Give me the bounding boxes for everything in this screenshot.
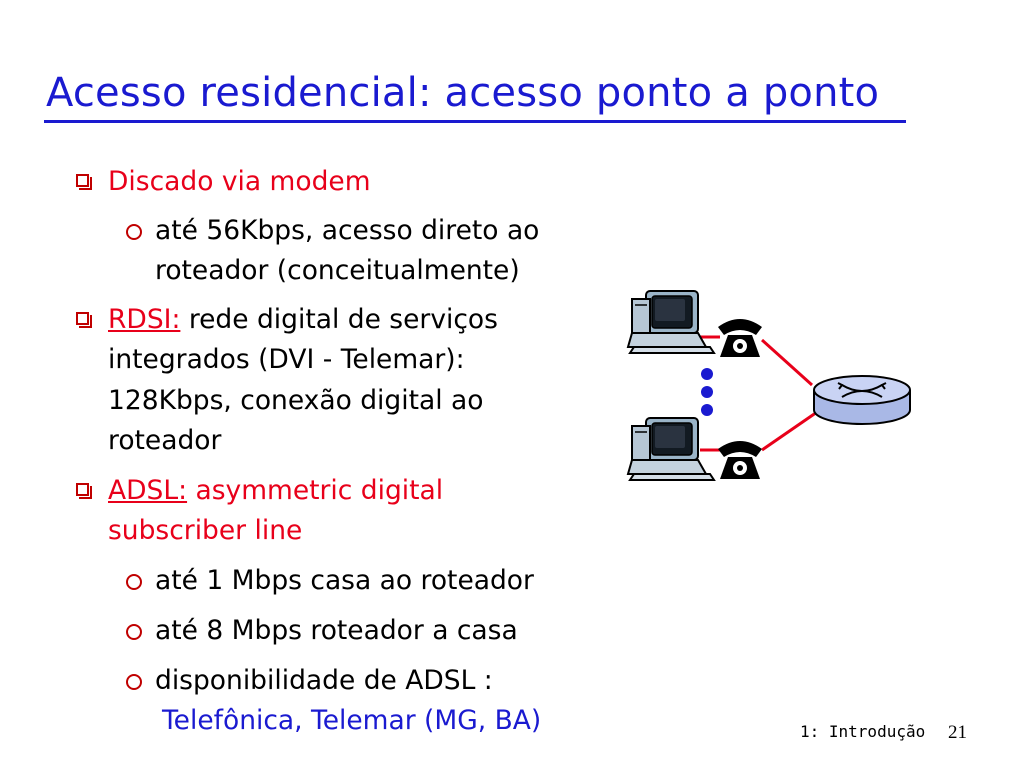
sub-bullet-dialup-speed: até 56Kbps, acesso direto ao <box>155 215 540 246</box>
slide-title: Acesso residencial: acesso ponto a ponto <box>46 70 880 116</box>
page-number: 21 <box>948 722 967 743</box>
rdsi-desc: rede digital de serviços <box>180 304 498 335</box>
title-underline <box>44 120 906 123</box>
computer-icon <box>626 290 716 354</box>
telephone-icon <box>718 319 762 357</box>
bullet-rdsi-l2: integrados (DVI - Telemar): <box>108 344 465 375</box>
bullet-adsl-l2: subscriber line <box>108 515 303 546</box>
link-phone1-router <box>760 338 814 387</box>
ellipsis-dots <box>701 368 713 416</box>
bullet-rdsi-l4: roteador <box>108 425 222 456</box>
circle-bullet-icon <box>126 624 142 640</box>
circle-bullet-icon <box>126 224 142 240</box>
links <box>700 335 821 452</box>
square-bullet-icon <box>76 483 92 499</box>
rdsi-term: RDSI: <box>108 304 181 335</box>
sub-bullet-adsl-availability: disponibilidade de ADSL : <box>155 665 493 696</box>
router-icon <box>813 375 911 425</box>
bullet-dialup: Discado via modem <box>108 166 371 197</box>
bullet-rdsi: RDSI: rede digital de serviços <box>108 304 498 336</box>
square-bullet-icon <box>76 174 92 190</box>
bullet-rdsi-l3: 128Kbps, conexão digital ao <box>108 385 484 416</box>
circle-bullet-icon <box>126 574 142 590</box>
bullet-adsl: ADSL: asymmetric digital <box>108 475 443 507</box>
network-diagram <box>626 290 911 481</box>
footer-section: 1: Introdução <box>800 722 926 741</box>
sub-bullet-adsl-providers: Telefônica, Telemar (MG, BA) <box>162 705 542 736</box>
link-phone2-router <box>761 408 821 452</box>
sub-bullet-dialup-speed-cont: roteador (conceitualmente) <box>155 255 520 286</box>
telephone-icon <box>718 441 762 479</box>
adsl-desc: asymmetric digital <box>187 475 444 506</box>
sub-bullet-adsl-down: até 8 Mbps roteador a casa <box>155 615 518 646</box>
circle-bullet-icon <box>126 674 142 690</box>
computer-icon <box>626 417 716 481</box>
square-bullet-icon <box>76 312 92 328</box>
sub-bullet-adsl-up: até 1 Mbps casa ao roteador <box>155 565 534 596</box>
adsl-term: ADSL: <box>108 475 188 506</box>
